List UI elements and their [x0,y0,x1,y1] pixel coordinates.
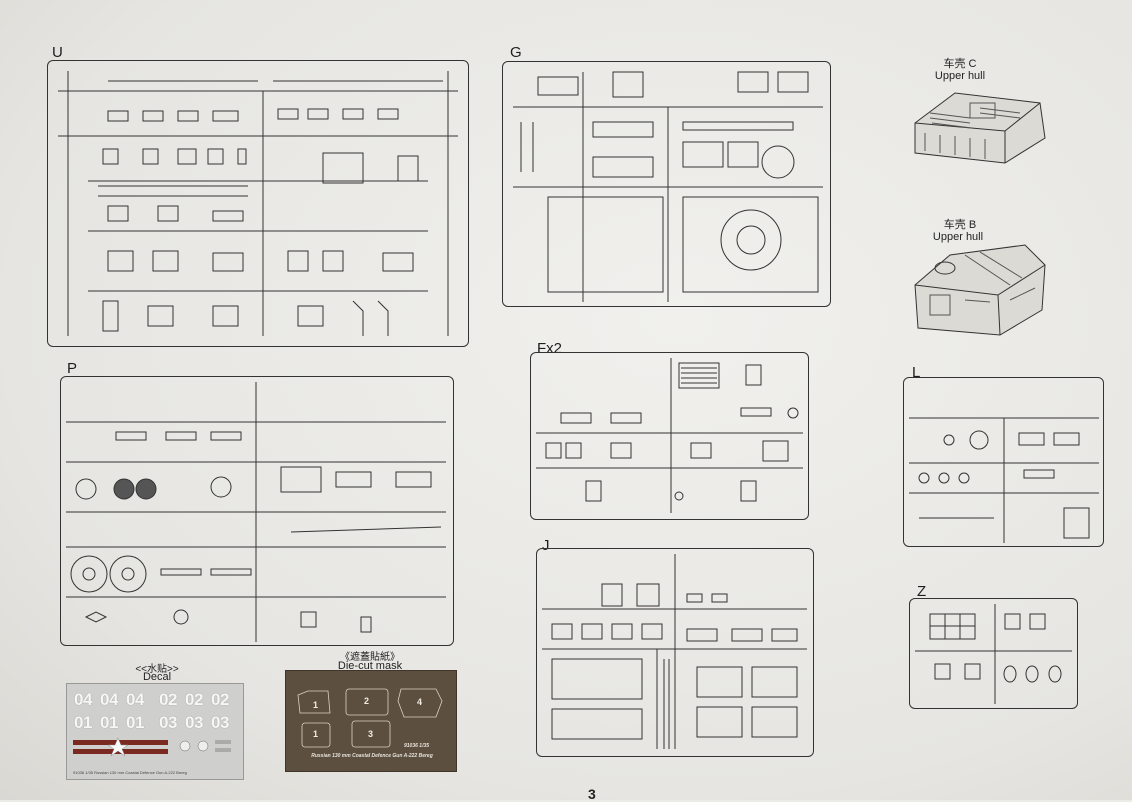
sprue-z-label: Z [917,583,927,600]
mask-shapes [297,688,443,748]
decal-number: 03 [159,713,177,732]
sprue-p-drawing [66,382,446,642]
decal-stripes [73,737,231,757]
sprue-p [60,376,454,646]
decal-number: 01 [74,713,92,732]
upper-hull-b-image [914,244,1046,336]
mask-title-cn: 《遮蓋貼紙》 [340,652,400,663]
decal-number: 04 [74,690,92,709]
decal-number: 01 [100,713,118,732]
sprue-fx2-drawing [536,358,803,513]
sprue-j-drawing [542,554,807,749]
mask-piece-number: 4 [417,697,423,707]
hull-b-cn: 车壳 B [943,219,977,231]
mask-piece-number: 3 [368,729,374,739]
mask-piece-number: 2 [364,696,370,706]
decal-caption: 91036 1/35 Russian 130 mm Coastal Defenc… [73,770,187,775]
mask-piece-number: 1 [313,700,319,710]
sprue-u-label: U [52,44,63,61]
mask-caption: Russian 130 mm Coastal Defence Gun A-222… [311,753,433,759]
decal-number: 02 [185,690,203,709]
sprue-l-drawing [909,417,1099,543]
sprue-z-drawing [915,604,1072,704]
decal-number: 02 [211,690,229,709]
decal-number: 02 [159,690,177,709]
hull-b-en: Upper hull [932,231,984,243]
upper-hull-c-image [914,92,1046,164]
mask-piece-number: 1 [313,729,319,739]
sprue-l [903,377,1104,547]
decal-number: 03 [211,713,229,732]
mask-title-en: Die-cut mask [337,660,403,672]
sprue-j [536,548,814,757]
sprue-g [502,61,831,307]
decal-number: 01 [126,713,144,732]
decal-sheet: 04 04 04 02 02 02 01 01 01 03 03 03 9103… [66,683,244,780]
sprue-l-label: L [912,364,921,381]
decal-number: 04 [126,690,144,709]
sprue-u [47,60,469,347]
decal-title-cn: <<水贴>> [135,664,179,675]
decal-title-en: Decal [142,671,172,683]
decal-number: 04 [100,690,118,709]
page-number: 3 [588,786,596,802]
decal-number: 03 [185,713,203,732]
sprue-fx2 [530,352,809,520]
sprue-z [909,598,1078,709]
sprue-p-label: P [67,360,78,377]
sprue-g-drawing [513,71,823,302]
sprue-j-label: J [542,537,550,554]
sprue-u-drawing [58,71,458,336]
sprue-g-label: G [510,44,522,61]
hull-c-cn: 车壳 C [943,58,977,70]
hull-c-en: Upper hull [934,70,986,82]
mask-sheet: 1 2 4 1 3 91036 1/35 Russian 130 mm Coas… [285,670,457,772]
mask-code: 91036 1/35 [404,743,430,749]
